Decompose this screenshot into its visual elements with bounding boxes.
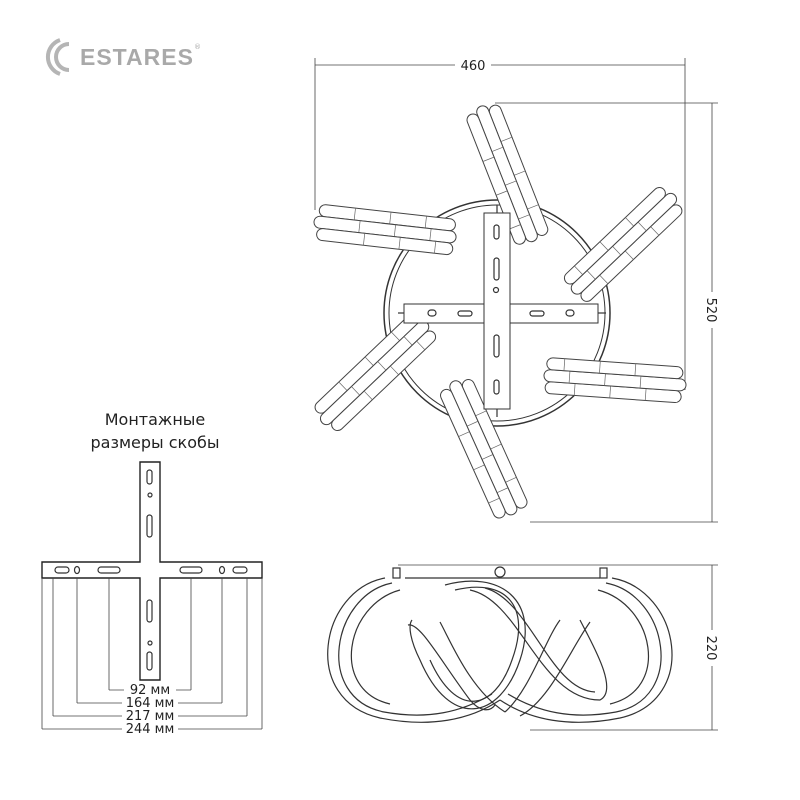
light-tube [466, 113, 526, 245]
light-tube [570, 192, 678, 295]
brand-name: ESTARES [80, 43, 194, 70]
mounting-bracket: 92 мм 164 мм 217 мм 244 мм [41, 461, 263, 737]
light-arm [313, 204, 457, 256]
top-height-dimension: 520 [495, 102, 720, 523]
caption-line-1: Монтажные [104, 410, 206, 429]
light-arm [543, 357, 687, 404]
light-arm [466, 104, 549, 245]
dim-92: 92 мм [130, 683, 170, 698]
height-label: 520 [703, 298, 718, 323]
caption-line-2: размеры скобы [90, 433, 220, 452]
top-bracket [398, 205, 606, 417]
dim-164: 164 мм [126, 696, 175, 711]
light-arm [440, 379, 528, 519]
dim-217: 217 мм [126, 709, 175, 724]
light-tube [546, 357, 684, 380]
top-view [313, 104, 687, 519]
width-label: 460 [461, 59, 486, 74]
light-tube [316, 228, 454, 256]
light-tube [319, 320, 430, 426]
light-tube [563, 186, 666, 285]
dim-244: 244 мм [126, 722, 175, 737]
side-height-label: 220 [703, 636, 718, 661]
registered-mark: ® [193, 43, 201, 51]
bracket-caption: Монтажные размеры скобы [70, 408, 240, 454]
logo-arcs-icon [45, 38, 70, 76]
brand-logo: ESTARES ® [42, 36, 201, 78]
side-view: 220 [327, 564, 720, 731]
light-arm [563, 186, 683, 302]
light-arm [314, 313, 437, 432]
light-tube [331, 330, 437, 432]
top-width-dimension: 460 [314, 56, 686, 390]
light-tube [440, 388, 506, 519]
